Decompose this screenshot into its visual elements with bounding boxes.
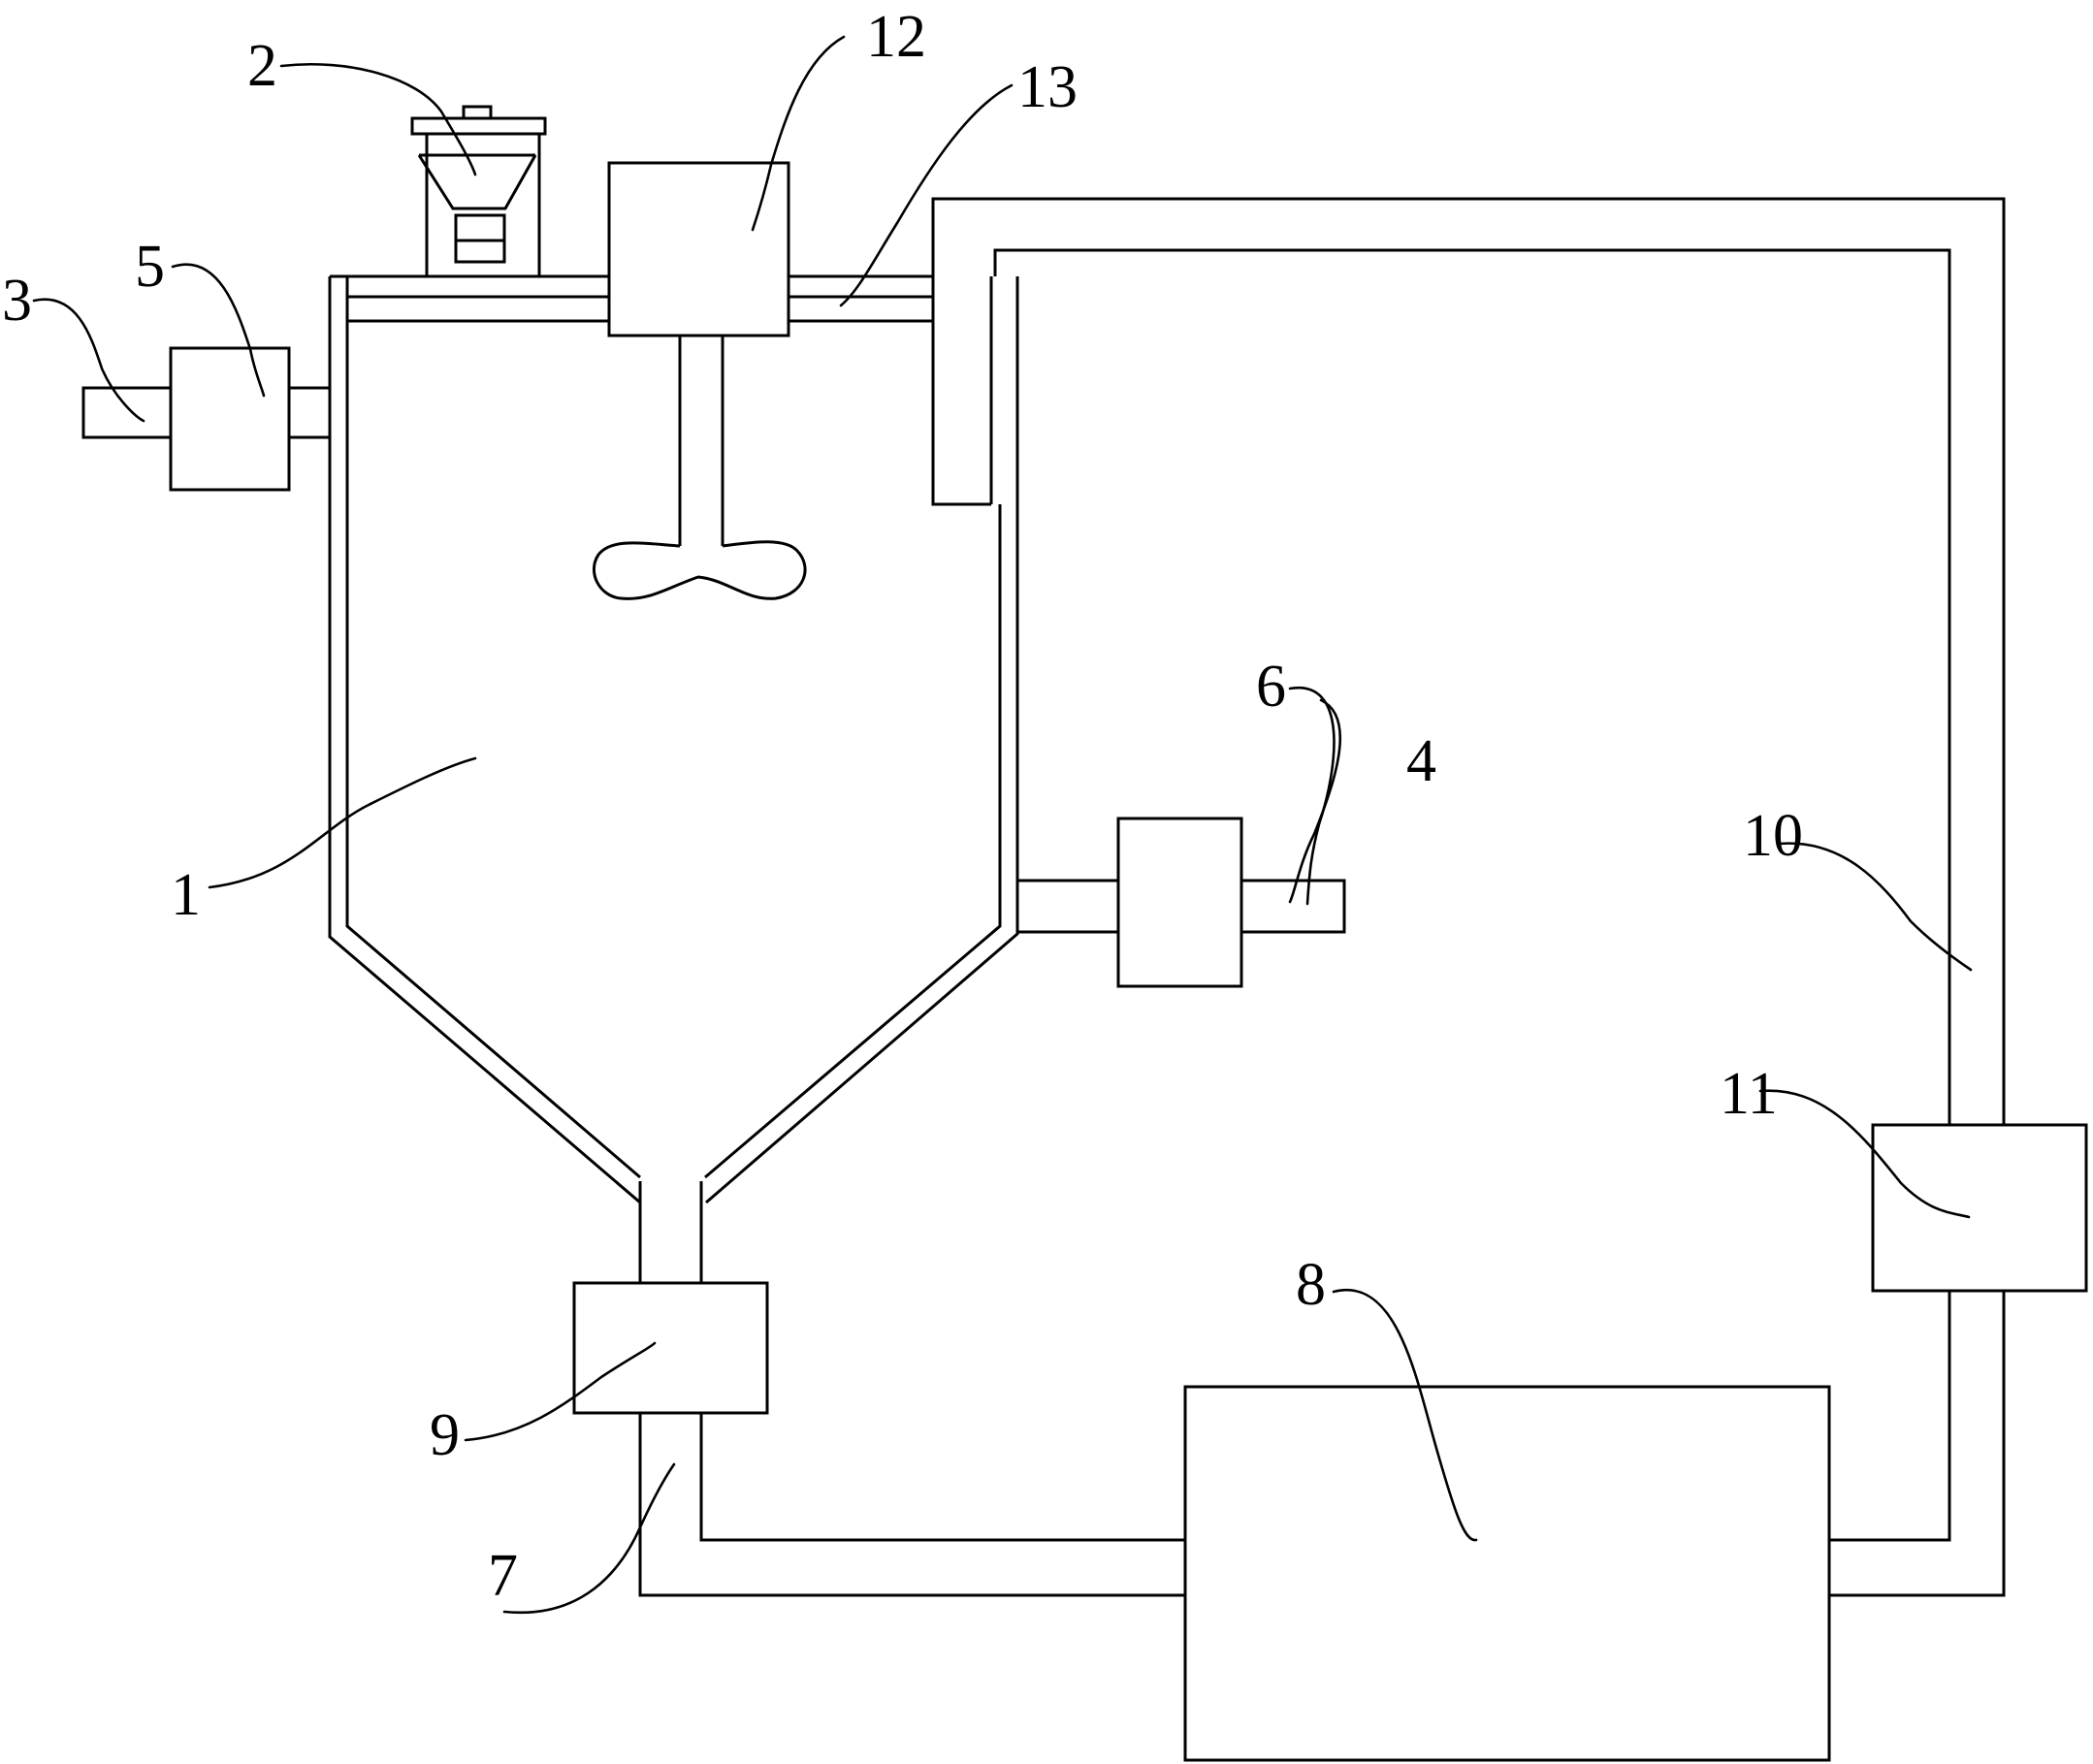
valve-6 [1116, 817, 1243, 988]
label-8: 8 [1296, 1252, 1326, 1318]
unit-8 [1183, 1385, 1831, 1762]
label-13: 13 [1017, 54, 1078, 120]
stirrer-blade [593, 540, 807, 600]
label-1: 1 [171, 862, 201, 928]
outlet-pipe-4 [1015, 879, 1346, 934]
reference-numbers: 1 2 3 4 5 6 7 8 9 10 11 12 13 [2, 4, 1803, 1609]
valve-5 [169, 346, 291, 492]
label-11: 11 [1720, 1061, 1778, 1127]
feed-hopper-2 [410, 105, 547, 276]
stirrer-shaft [678, 336, 724, 546]
label-6: 6 [1256, 654, 1286, 720]
label-7: 7 [488, 1543, 518, 1609]
inlet-pipe-3 [81, 386, 332, 439]
valve-9 [572, 1281, 769, 1415]
label-3: 3 [2, 268, 32, 334]
leader-lines [32, 35, 1973, 1615]
outlet-neck [638, 1181, 703, 1283]
label-10: 10 [1743, 803, 1803, 869]
label-12: 12 [866, 4, 926, 70]
tank-1 [328, 274, 1019, 1205]
label-5: 5 [135, 234, 165, 300]
label-4: 4 [1406, 728, 1436, 794]
return-pipe-10 [931, 197, 2006, 1597]
pipe-7 [638, 1413, 1185, 1597]
label-9: 9 [430, 1402, 460, 1468]
label-2: 2 [247, 33, 277, 99]
pump-11 [1871, 1123, 2088, 1293]
motor-12 [607, 161, 790, 337]
